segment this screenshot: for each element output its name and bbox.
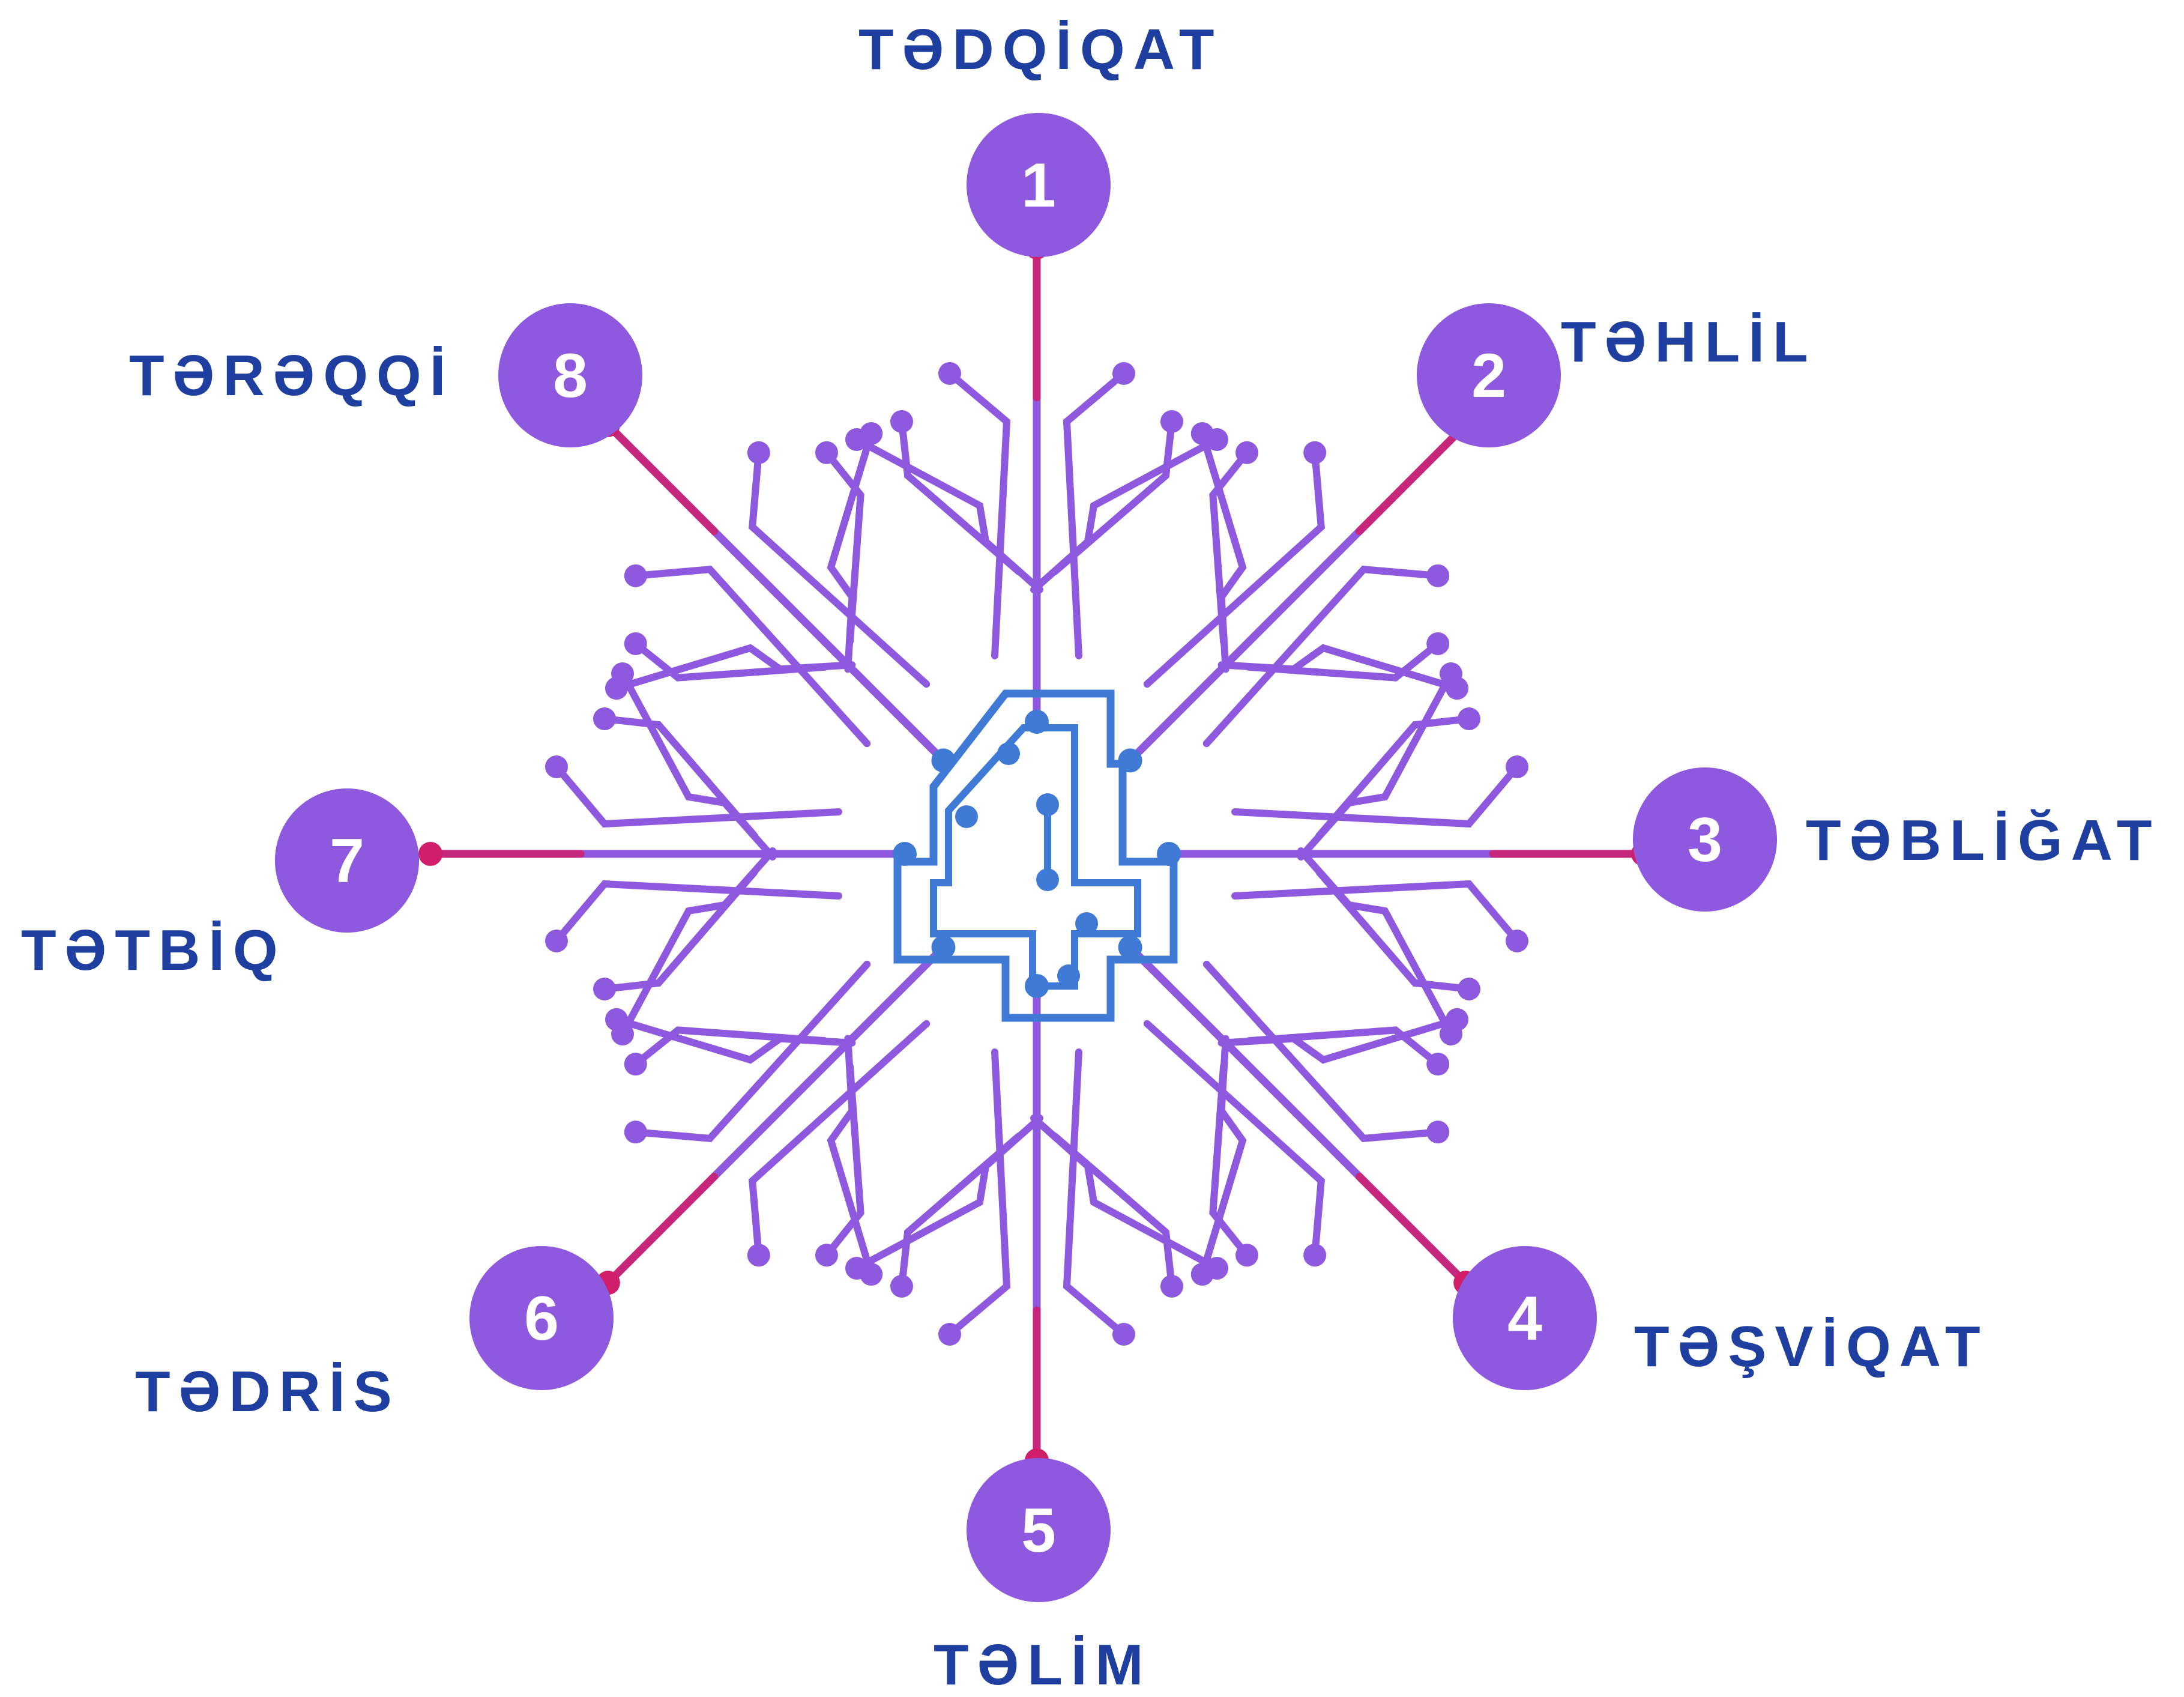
node-number: 4 [1507,1284,1542,1354]
branch-pad [593,978,616,1000]
branch-pad [1426,1121,1449,1143]
center-pad [955,805,978,828]
branch-pad [611,1023,634,1045]
node-2: 2 [1417,303,1561,447]
branch-pad [1191,422,1214,445]
node-7: 7 [275,788,419,933]
branch-pad [1235,1244,1258,1266]
branch-pad [1112,362,1135,385]
branch-pad [1440,662,1462,685]
branch-pad [938,362,961,385]
branch-pad [1506,755,1528,778]
branch-pad [1446,1008,1468,1031]
center-pad [1036,868,1059,891]
branch-pad [1303,441,1326,464]
branch-pad [545,930,568,952]
node-4: 4 [1453,1246,1597,1390]
branch-pad [624,564,647,587]
node-8: 8 [498,303,642,447]
node-number: 1 [1021,151,1056,220]
branch-pad [890,410,913,433]
outer-trace [608,425,714,531]
branch-pad [1235,441,1258,464]
branch-pad [1426,1053,1449,1075]
branch-pad [1426,564,1449,587]
node-label-3: TƏBLİĞAT [1806,812,2161,870]
node-5: 5 [967,1458,1111,1602]
node-number: 8 [553,341,588,411]
center-pad [1057,964,1080,987]
branch-pad [1303,1244,1326,1266]
outer-pad [418,842,442,866]
node-label-2: TƏHLİL [1561,313,1817,371]
node-number: 7 [330,826,364,896]
branch-pad [624,632,647,655]
branch-pad [890,1275,913,1298]
center-pad [997,742,1020,765]
branch-pad [545,755,568,778]
node-label-1: TƏDQİQAT [858,21,1223,79]
center-digit-four-icon [897,694,1174,1018]
branch-pad [747,1244,770,1266]
outer-trace [1359,425,1465,531]
branch-pad [1205,1257,1228,1280]
node-number: 3 [1688,805,1722,875]
node-1: 1 [967,113,1111,257]
branch-pad [1160,410,1183,433]
branch-pad [815,1244,838,1266]
node-number: 5 [1021,1496,1056,1565]
node-3: 3 [1633,767,1777,912]
branch-pad [605,677,628,700]
branch-pad [624,1053,647,1075]
outer-trace [1359,1176,1465,1283]
node-6: 6 [469,1246,614,1390]
branch-pad [624,1121,647,1143]
node-number: 6 [524,1284,559,1354]
branch-pad [1112,1323,1135,1346]
branch-pad [1506,930,1528,952]
branch-pad [860,422,882,445]
branch-pad [1458,707,1480,730]
center-pad [1075,912,1098,935]
branch-pad [815,441,838,464]
node-label-8: TƏRƏQQİ [129,347,454,405]
node-label-7: TƏTBİQ [21,922,286,979]
node-label-5: TƏLİM [934,1636,1152,1694]
node-number: 2 [1471,341,1506,411]
branch-pad [747,441,770,464]
node-label-6: TƏDRİS [135,1363,400,1421]
node-label-4: TƏŞVİQAT [1634,1318,1989,1376]
branch-pad [1160,1275,1183,1298]
branch-pad [860,1263,882,1286]
branch-pad [593,707,616,730]
branch-pad [938,1323,961,1346]
branch-pad [1426,632,1449,655]
branch-pad [1458,978,1480,1000]
outer-trace [608,1176,714,1283]
center-pad [1036,793,1059,816]
